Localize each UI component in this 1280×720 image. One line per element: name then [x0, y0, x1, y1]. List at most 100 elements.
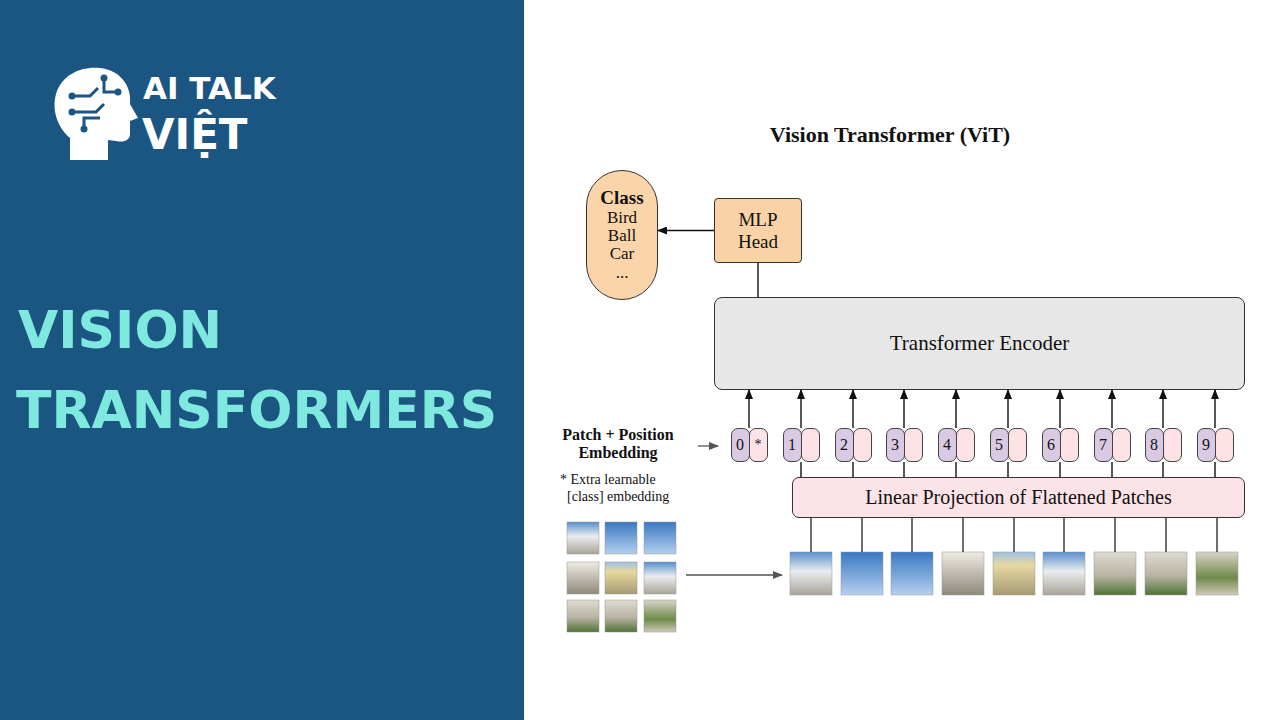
logo-dot — [101, 75, 108, 82]
image-patch — [942, 552, 984, 595]
token-number: 5 — [995, 436, 1003, 454]
embedding-token: 3 — [885, 428, 923, 462]
connector-arrow — [1059, 390, 1060, 428]
embedding-token: 1 — [782, 428, 820, 462]
note-text: [class] embedding — [567, 489, 669, 505]
embedding-token: 8 — [1144, 428, 1182, 462]
token-embedding — [1215, 428, 1234, 462]
token-embedding — [1163, 428, 1182, 462]
embedding-token: 2 — [834, 428, 872, 462]
connector-arrow — [1111, 390, 1112, 428]
image-patch — [1043, 552, 1085, 595]
token-number: 8 — [1150, 436, 1158, 454]
token-embedding: * — [749, 428, 768, 462]
pointer-arrow — [698, 445, 718, 446]
token-number: 4 — [943, 436, 951, 454]
patch-lines — [811, 518, 1217, 552]
image-patch — [567, 562, 599, 594]
class-output: ClassBirdBallCar... — [586, 170, 658, 300]
logo-dot — [69, 93, 76, 100]
connector-arrow — [955, 390, 956, 428]
image-patch — [605, 522, 637, 554]
token-number: 3 — [891, 436, 899, 454]
connector-arrow — [852, 462, 853, 477]
connector-arrow — [1007, 390, 1008, 428]
node-item: Car — [610, 245, 635, 263]
connector-arrow — [955, 462, 956, 477]
connector-arrow — [1214, 390, 1215, 428]
token-index: 5 — [990, 428, 1009, 462]
connector-arrow — [748, 390, 749, 428]
connector-arrow — [1007, 462, 1008, 477]
process-box: MLP Head — [714, 198, 802, 263]
image-patch — [891, 552, 933, 595]
topic-heading: VISION — [18, 300, 222, 360]
embedding-token: 4 — [937, 428, 975, 462]
node-item: Ball — [608, 227, 636, 245]
token-number: 7 — [1099, 436, 1107, 454]
node-item: Bird — [607, 209, 637, 227]
node-text: Linear Projection of Flattened Patches — [865, 486, 1172, 509]
token-number: 9 — [1202, 436, 1210, 454]
logo-dot — [81, 126, 88, 133]
image-patch — [567, 522, 599, 554]
token-index: 3 — [886, 428, 905, 462]
brand-name: VIỆT — [142, 110, 247, 159]
logo-head — [55, 68, 138, 160]
encoder-box: Transformer Encoder — [714, 297, 1245, 390]
node-text: Class — [600, 188, 643, 209]
image-patch — [841, 552, 883, 595]
logo-dot — [115, 89, 122, 96]
image-patch — [790, 552, 832, 595]
token-number: 2 — [840, 436, 848, 454]
token-embedding — [853, 428, 872, 462]
connector-arrow — [800, 390, 801, 428]
embedding-token: 7 — [1093, 428, 1131, 462]
image-patch — [993, 552, 1035, 595]
token-index: 1 — [783, 428, 802, 462]
connector-arrow — [658, 230, 714, 231]
topic-heading: TRANSFORMERS — [16, 380, 497, 440]
embedding-token: 5 — [989, 428, 1027, 462]
token-embedding — [904, 428, 923, 462]
connector-arrow — [800, 462, 801, 477]
connector-arrow — [757, 263, 758, 297]
token-embedding — [1112, 428, 1131, 462]
token-index: 6 — [1042, 428, 1061, 462]
token-index: 0 — [731, 428, 750, 462]
node-item: ... — [616, 264, 629, 282]
note-text: * Extra learnable — [560, 472, 656, 488]
embedding-token: 6 — [1041, 428, 1079, 462]
logo-circuit — [74, 80, 116, 126]
flow-arrow — [686, 574, 782, 575]
token-embedding — [1008, 428, 1027, 462]
token-embedding — [956, 428, 975, 462]
token-index: 4 — [938, 428, 957, 462]
token-embedding — [801, 428, 820, 462]
logo-dot — [69, 109, 76, 116]
connector-arrow — [903, 462, 904, 477]
token-number: 0 — [736, 436, 744, 454]
connector-arrow — [1059, 462, 1060, 477]
connector-arrow — [1162, 462, 1163, 477]
projection-box: Linear Projection of Flattened Patches — [792, 477, 1245, 518]
image-patch — [644, 600, 676, 632]
image-patch — [605, 562, 637, 594]
token-index: 2 — [835, 428, 854, 462]
connector-arrow — [1214, 462, 1215, 477]
image-patch — [1094, 552, 1136, 595]
connector-arrow — [903, 390, 904, 428]
connector-arrow — [1162, 390, 1163, 428]
token-index: 9 — [1197, 428, 1216, 462]
connector-arrow — [852, 390, 853, 428]
token-index: 8 — [1145, 428, 1164, 462]
connector-arrow — [1111, 462, 1112, 477]
token-index: 7 — [1094, 428, 1113, 462]
image-patch — [567, 600, 599, 632]
diagram-title: Vision Transformer (ViT) — [690, 122, 1090, 148]
image-patch — [644, 522, 676, 554]
embedding-token: 0* — [730, 428, 768, 462]
image-patch — [1145, 552, 1187, 595]
image-patch — [605, 600, 637, 632]
